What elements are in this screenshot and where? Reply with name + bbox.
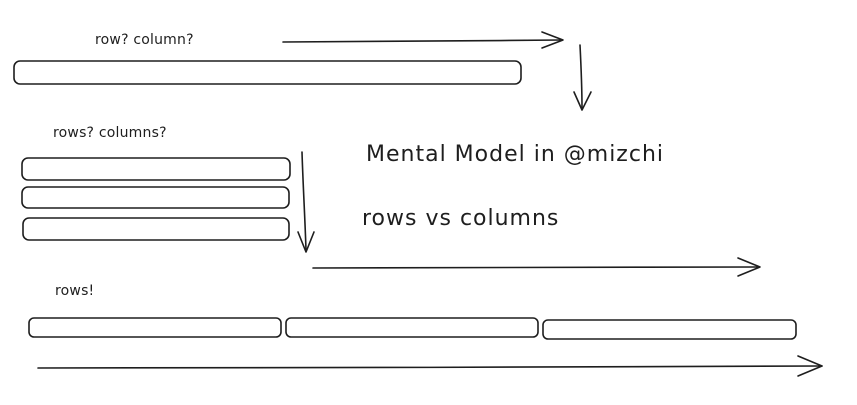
middle-right-arrow-line[interactable]: [312, 266, 760, 269]
top-right-arrow-head: [541, 31, 564, 49]
top-right-arrow-line[interactable]: [282, 39, 563, 43]
label-row-column: row? column?: [95, 32, 194, 48]
stacked-bar-1[interactable]: [21, 157, 291, 181]
middle-right-arrow-head: [737, 257, 761, 277]
bottom-right-arrow-head: [797, 355, 823, 377]
row-bar-2[interactable]: [285, 317, 539, 338]
stacked-bar-3[interactable]: [22, 217, 290, 241]
label-rows: rows!: [55, 283, 95, 299]
section-row-bars: [28, 317, 823, 377]
down-arrow-head: [573, 91, 592, 111]
row-bar-3[interactable]: [542, 319, 797, 340]
down-arrow-line[interactable]: [579, 44, 583, 109]
section-single-bar: [13, 31, 592, 111]
diagram-title: Mental Model in @mizchi: [366, 142, 665, 167]
stacked-down-arrow-head: [297, 231, 315, 253]
diagram-subtitle: rows vs columns: [362, 206, 560, 231]
stacked-bar-2[interactable]: [21, 186, 290, 209]
bottom-right-arrow-line[interactable]: [37, 365, 823, 369]
wide-bar[interactable]: [13, 60, 522, 85]
row-bar-1[interactable]: [28, 317, 282, 338]
stacked-down-arrow-line[interactable]: [301, 151, 307, 251]
section-stacked-bars: [21, 151, 761, 277]
label-rows-columns: rows? columns?: [53, 125, 167, 141]
